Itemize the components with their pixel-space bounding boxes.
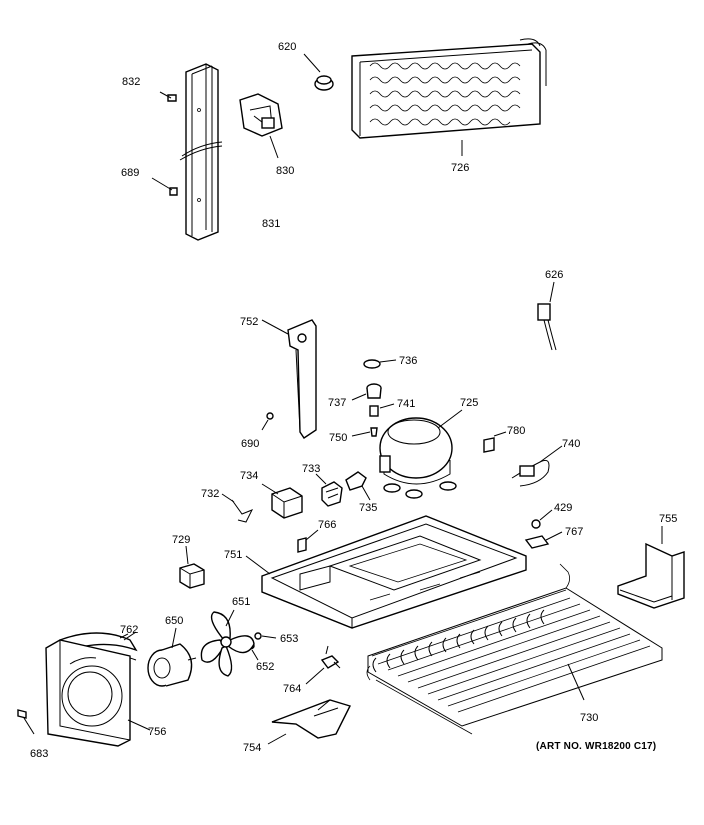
- part-label-737: 737: [328, 397, 346, 409]
- part-766-clip-drawing: [297, 529, 319, 553]
- part-label-762: 762: [120, 624, 138, 636]
- part-750-screw-drawing: [351, 427, 378, 437]
- part-740-harness-drawing: [511, 445, 563, 487]
- part-734-relay-drawing: [261, 483, 303, 519]
- part-725-compressor-drawing: [379, 409, 463, 499]
- part-label-732: 732: [201, 488, 219, 500]
- art-number: (ART NO. WR18200 C17): [536, 741, 657, 752]
- part-label-626: 626: [545, 269, 563, 281]
- part-label-651: 651: [232, 596, 250, 608]
- part-736-washer-drawing: [363, 359, 397, 369]
- part-737-grommet-drawing: [351, 383, 382, 401]
- part-label-650: 650: [165, 615, 183, 627]
- part-label-751: 751: [224, 549, 242, 561]
- part-label-734: 734: [240, 470, 258, 482]
- part-label-764: 764: [283, 683, 301, 695]
- part-683-screw-drawing: [17, 709, 35, 735]
- part-label-754: 754: [243, 742, 261, 754]
- part-label-620: 620: [278, 41, 296, 53]
- part-label-831: 831: [262, 218, 280, 230]
- part-751-base-pan-drawing: [245, 515, 527, 629]
- part-label-736: 736: [399, 355, 417, 367]
- part-label-729: 729: [172, 534, 190, 546]
- part-764-clip-drawing: [305, 645, 341, 685]
- part-label-725: 725: [460, 397, 478, 409]
- part-label-766: 766: [318, 519, 336, 531]
- part-label-735: 735: [359, 502, 377, 514]
- part-626-cord-drawing: [537, 281, 557, 351]
- part-767-bracket-drawing: [524, 531, 563, 549]
- part-832-screw-drawing: [159, 91, 177, 102]
- part-651-fan-blade-drawing: [200, 609, 255, 677]
- part-689-screw-drawing: [151, 177, 178, 196]
- part-752-bracket-drawing: [261, 319, 317, 439]
- part-label-741: 741: [397, 398, 415, 410]
- part-label-752: 752: [240, 316, 258, 328]
- part-label-653: 653: [280, 633, 298, 645]
- part-735-clip-drawing: [345, 471, 371, 501]
- part-741-sleeve-drawing: [369, 403, 395, 417]
- part-729-part-drawing: [179, 545, 205, 589]
- part-830-relay-drawing: [239, 93, 283, 159]
- part-730-coil-drawing: [366, 563, 663, 735]
- part-label-767: 767: [565, 526, 583, 538]
- part-726-coil-drawing: [351, 38, 547, 156]
- part-label-740: 740: [562, 438, 580, 450]
- part-label-755: 755: [659, 513, 677, 525]
- part-label-832: 832: [122, 76, 140, 88]
- part-831-bracket-drawing: [179, 63, 223, 241]
- part-733-overload-drawing: [315, 473, 343, 507]
- part-label-683: 683: [30, 748, 48, 760]
- part-label-750: 750: [329, 432, 347, 444]
- part-690-screw-drawing: [261, 412, 274, 431]
- part-label-726: 726: [451, 162, 469, 174]
- part-650-motor-drawing: [147, 627, 197, 687]
- part-754-bracket-drawing: [267, 699, 351, 745]
- part-620-knob-drawing: [303, 53, 334, 91]
- part-756-fan-housing-drawing: [45, 639, 151, 747]
- part-429-screw-drawing: [531, 509, 553, 529]
- part-732-clip-drawing: [221, 493, 254, 523]
- part-label-780: 780: [507, 425, 525, 437]
- part-label-756: 756: [148, 726, 166, 738]
- part-label-730: 730: [580, 712, 598, 724]
- part-755-bracket-drawing: [617, 526, 685, 609]
- part-653-nut-drawing: [254, 632, 277, 640]
- part-label-429: 429: [554, 502, 572, 514]
- part-label-733: 733: [302, 463, 320, 475]
- part-label-652: 652: [256, 661, 274, 673]
- part-780-clip-drawing: [483, 431, 507, 453]
- part-label-830: 830: [276, 165, 294, 177]
- part-label-690: 690: [241, 438, 259, 450]
- part-label-689: 689: [121, 167, 139, 179]
